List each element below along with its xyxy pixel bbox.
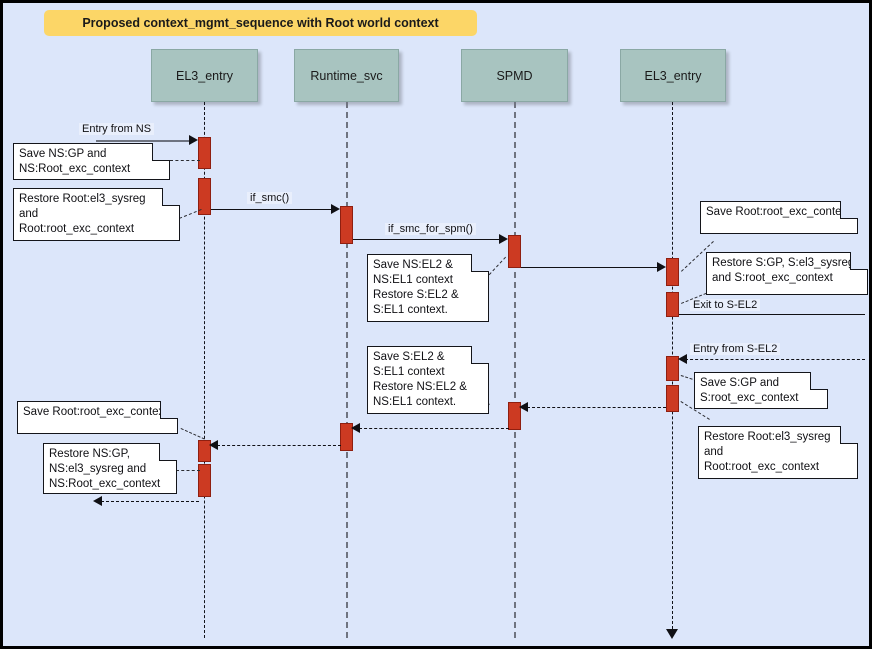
lifeline-head-runtime-svc[interactable]: Runtime_svc bbox=[294, 49, 399, 102]
note-save-root-exc-2: Save Root:root_exc_context bbox=[17, 401, 178, 434]
note-save-s-el2: Save S:EL2 & S:EL1 context Restore NS:EL… bbox=[367, 346, 489, 414]
note-leader-save-root-exc-2 bbox=[180, 428, 205, 440]
note-save-s-gp: Save S:GP and S:root_exc_context bbox=[694, 372, 828, 409]
message-line-spmd-to-runtime-return bbox=[359, 428, 509, 429]
activation-runtime-svc-2 bbox=[340, 423, 353, 451]
lifeline-label: Runtime_svc bbox=[310, 68, 383, 83]
lifeline-head-spmd[interactable]: SPMD bbox=[461, 49, 568, 102]
note-restore-ns-gp: Restore NS:GP, NS:el3_sysreg and NS:Root… bbox=[43, 443, 177, 494]
lifeline-head-el3-entry-left[interactable]: EL3_entry bbox=[151, 49, 258, 102]
activation-el3-left-4 bbox=[198, 464, 211, 497]
arrowhead-right-icon bbox=[189, 135, 198, 145]
arrowhead-left-icon bbox=[351, 423, 360, 433]
activation-spmd-2 bbox=[508, 402, 521, 430]
message-line-runtime-to-el3-return bbox=[217, 445, 341, 446]
note-restore-root-1: Restore Root:el3_sysreg and Root:root_ex… bbox=[13, 188, 180, 241]
message-line-if-smc bbox=[211, 209, 333, 210]
message-line-el3-exit-return bbox=[101, 501, 199, 502]
arrowhead-right-icon bbox=[499, 234, 508, 244]
activation-spmd-1 bbox=[508, 235, 521, 268]
lifeline-stem-spmd bbox=[514, 102, 516, 638]
note-save-root-exc-1: Save Root:root_exc_context bbox=[700, 201, 858, 234]
activation-el3-left-3 bbox=[198, 440, 211, 462]
activation-el3-left-2 bbox=[198, 178, 211, 215]
diagram-title-banner: Proposed context_mgmt_sequence with Root… bbox=[44, 10, 477, 36]
diagram-title-text: Proposed context_mgmt_sequence with Root… bbox=[82, 16, 439, 30]
activation-el3-right-3 bbox=[666, 356, 679, 381]
message-line-exit-to-s-el2 bbox=[679, 314, 865, 315]
arrowhead-right-icon bbox=[657, 262, 666, 272]
message-label-exit-to-s-el2: Exit to S-EL2 bbox=[690, 299, 761, 311]
activation-el3-left-1 bbox=[198, 137, 211, 169]
arrowhead-left-icon bbox=[209, 440, 218, 450]
note-leader-restore-ns-gp bbox=[176, 470, 200, 471]
message-line-entry-from-ns bbox=[96, 140, 191, 142]
arrowhead-right-icon bbox=[331, 204, 340, 214]
lifeline-stem-el3-entry-left bbox=[204, 102, 205, 638]
note-restore-root-2: Restore Root:el3_sysreg and Root:root_ex… bbox=[698, 426, 858, 479]
message-label-entry-from-s-el2: Entry from S-EL2 bbox=[690, 343, 781, 355]
message-label-entry-from-ns: Entry from NS bbox=[79, 123, 155, 135]
note-leader-save-ns-gp bbox=[170, 160, 200, 161]
lifeline-end-arrow-icon bbox=[666, 629, 678, 639]
activation-el3-right-1 bbox=[666, 258, 679, 286]
message-line-if-smc-for-spm bbox=[353, 239, 501, 240]
lifeline-stem-runtime-svc bbox=[346, 102, 348, 638]
lifeline-label: EL3_entry bbox=[644, 68, 702, 83]
note-save-ns-gp: Save NS:GP and NS:Root_exc_context bbox=[13, 143, 170, 180]
message-label-if-smc: if_smc() bbox=[247, 192, 293, 204]
arrowhead-left-icon bbox=[93, 496, 102, 506]
lifeline-label: SPMD bbox=[496, 68, 533, 83]
arrowhead-left-icon bbox=[519, 402, 528, 412]
activation-el3-right-4 bbox=[666, 385, 679, 412]
arrowhead-left-icon bbox=[678, 354, 687, 364]
message-line-el3-to-spmd-return bbox=[527, 407, 666, 408]
lifeline-label: EL3_entry bbox=[176, 68, 233, 83]
message-label-if-smc-for-spm: if_smc_for_spm() bbox=[385, 223, 476, 235]
lifeline-head-el3-entry-right[interactable]: EL3_entry bbox=[620, 49, 726, 102]
activation-el3-right-2 bbox=[666, 292, 679, 317]
message-line-entry-from-s-el2 bbox=[685, 359, 865, 360]
note-save-ns-el2: Save NS:EL2 & NS:EL1 context Restore S:E… bbox=[367, 254, 489, 322]
message-line-spmd-to-el3 bbox=[521, 267, 659, 268]
note-restore-s-gp: Restore S:GP, S:el3_sysreg and S:root_ex… bbox=[706, 252, 868, 295]
activation-runtime-svc-1 bbox=[340, 206, 353, 244]
